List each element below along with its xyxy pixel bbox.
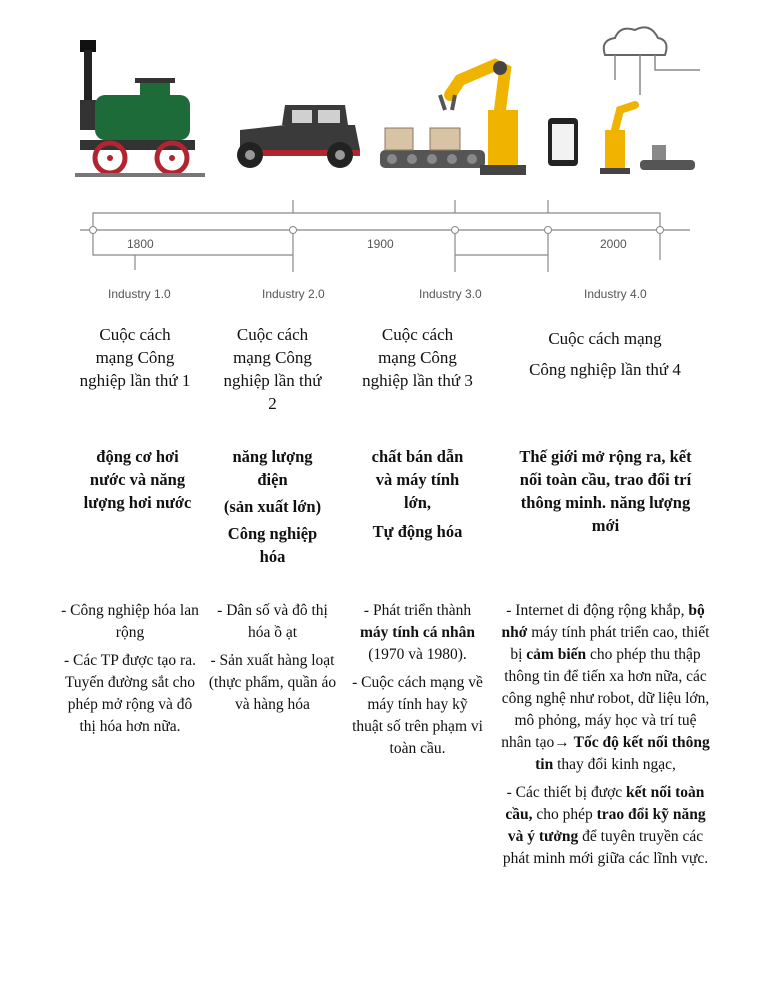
col4-description: - Internet di động rộng khắp, bộ nhớ máy… [498, 600, 713, 876]
bold-text: trao đổi kỹ năng và ý tưởng [507, 806, 706, 845]
text-run: - Internet di động rộng khắp, [506, 602, 689, 619]
bold-text: Tốc độ kết nối thông tin [535, 734, 710, 773]
description-paragraph: - Phát triển thành máy tính cá nhân (197… [350, 600, 485, 666]
bold-text: máy tính cá nhân [360, 624, 475, 641]
year-1900: 1900 [367, 237, 394, 251]
text-run: - Phát triển thành [363, 602, 472, 619]
steam-locomotive-icon [75, 40, 205, 177]
description-paragraph: - Cuộc cách mạng về máy tính hay kỹ thuậ… [350, 672, 485, 760]
text-run: - Sản xuất hàng loạt (thực phẩm, quần áo… [208, 652, 337, 713]
description-paragraph: - Dân số và đô thị hóa ồ ạt [205, 600, 340, 644]
stage-industry-2: Industry 2.0 [262, 287, 325, 301]
assembly-robot-icon [380, 58, 526, 175]
bold-text: bộ nhớ [501, 602, 705, 641]
text-run: - Dân số và đô thị hóa ồ ạt [217, 602, 328, 641]
description-paragraph: - Các thiết bị được kết nối toàn cầu, ch… [498, 782, 713, 870]
description-paragraph: - Internet di động rộng khắp, bộ nhớ máy… [498, 600, 713, 776]
timeline-axis [80, 200, 690, 272]
text-run: cho phép [532, 806, 597, 823]
stage-industry-1: Industry 1.0 [108, 287, 171, 301]
bold-text: cảm biến [526, 646, 587, 663]
text-run: thay đổi kinh ngạc, [553, 756, 676, 773]
text-run: - Công nghiệp hóa lan rộng [61, 602, 199, 641]
industry-timeline-illustration [75, 26, 700, 272]
col3-description: - Phát triển thành máy tính cá nhân (197… [350, 600, 485, 766]
stage-industry-4: Industry 4.0 [584, 287, 647, 301]
text-run: để tuyên truyền các phát minh mới giữa c… [502, 828, 709, 867]
year-2000: 2000 [600, 237, 627, 251]
text-run: máy tính phát triển cao, thiết bị [510, 624, 710, 663]
stage-industry-3: Industry 3.0 [419, 287, 482, 301]
iot-network-icon [548, 26, 700, 174]
year-1800: 1800 [127, 237, 154, 251]
text-run: - Các thiết bị được [506, 784, 627, 801]
text-run: - Cuộc cách mạng về máy tính hay kỹ thuậ… [352, 674, 483, 757]
text-run: (1970 và 1980). [368, 646, 467, 663]
bold-text: kết nối toàn cầu, [505, 784, 705, 823]
col1-description: - Công nghiệp hóa lan rộng - Các TP được … [60, 600, 200, 744]
description-paragraph: - Sản xuất hàng loạt (thực phẩm, quần áo… [205, 650, 340, 716]
description-paragraph: - Các TP được tạo ra. Tuyến đường sắt ch… [60, 650, 200, 738]
description-paragraph: - Công nghiệp hóa lan rộng [60, 600, 200, 644]
col2-description: - Dân số và đô thị hóa ồ ạt - Sản xuất hà… [205, 600, 340, 722]
vintage-car-icon [237, 105, 360, 168]
text-run: cho phép thu thập thông tin để tiến xa h… [501, 646, 710, 751]
text-run: - Các TP được tạo ra. Tuyến đường sắt ch… [64, 652, 196, 735]
